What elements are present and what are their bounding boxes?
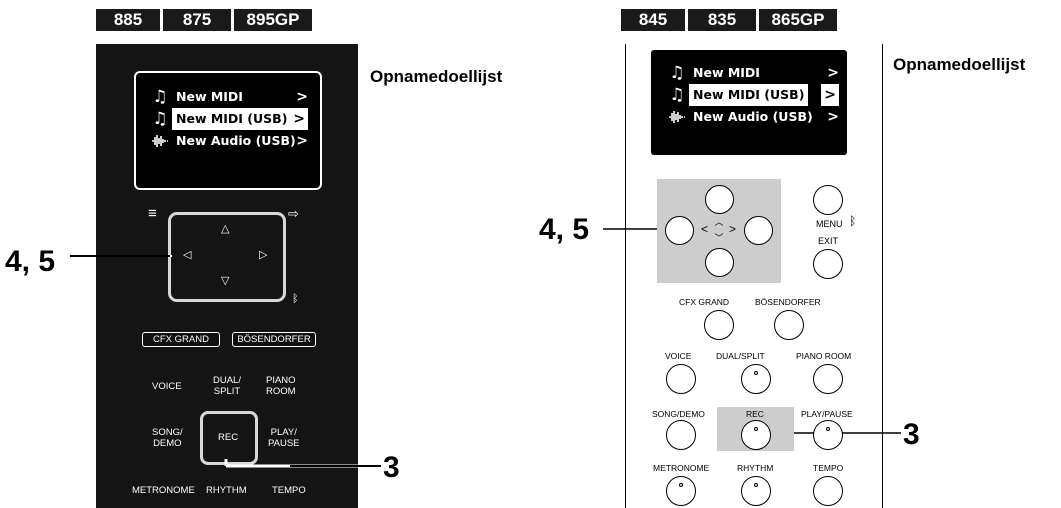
bluetooth-icon: ᛒ [849, 214, 857, 228]
exit-button[interactable] [813, 249, 843, 279]
tempo-button[interactable]: TEMPO [272, 485, 306, 496]
bluetooth-icon: ᛒ [292, 293, 299, 305]
play-pause-label: PLAY/PAUSE [801, 409, 853, 419]
nav-up-button[interactable] [705, 185, 734, 214]
piano-room-button[interactable] [813, 364, 843, 394]
menu-button[interactable] [813, 185, 843, 215]
song-demo-label: SONG/DEMO [652, 409, 705, 419]
cfx-grand-button[interactable] [704, 310, 734, 340]
lcd-display-right: ♫ New MIDI > ♫ New MIDI (USB) > New Audi… [651, 50, 847, 155]
tempo-button[interactable] [813, 476, 843, 506]
lcd-display-left: ♫ New MIDI > ♫ New MIDI (USB) > New Audi… [134, 71, 322, 190]
menu-label: MENU [816, 219, 843, 229]
bosendorfer-label: BÖSENDORFER [755, 297, 821, 307]
rec-button-highlight [200, 411, 258, 465]
recording-target-heading-right: Opnamedoellijst [893, 55, 1026, 74]
led-indicator [826, 427, 830, 431]
step-label-rec-left: 3 [383, 451, 400, 484]
music-note-icon: ♫ [669, 85, 685, 105]
waveform-icon [667, 106, 687, 131]
rhythm-button[interactable]: RHYTHM [206, 485, 247, 496]
led-indicator [754, 483, 758, 487]
bosendorfer-button[interactable]: BÖSENDORFER [232, 332, 316, 347]
cursor-up-button[interactable]: △ [221, 223, 230, 235]
voice-button[interactable] [666, 364, 696, 394]
nav-left-arrow-icon: < [701, 222, 709, 236]
play-pause-button[interactable]: PLAY/ PAUSE [268, 427, 300, 449]
rec-button[interactable] [741, 420, 771, 450]
panel-edge-right [882, 44, 883, 508]
lcd-row-new-midi[interactable]: ♫ New MIDI > [146, 86, 312, 108]
rec-button[interactable]: REC [218, 432, 239, 443]
music-note-icon: ♫ [152, 87, 168, 107]
chevron-right-icon: > [821, 84, 839, 106]
voice-button[interactable]: VOICE [152, 381, 182, 392]
model-badge-895gp: 895GP [234, 9, 312, 31]
rhythm-label: RHYTHM [737, 463, 774, 473]
led-indicator [679, 483, 683, 487]
dark-control-panel: ♫ New MIDI > ♫ New MIDI (USB) > New Audi… [96, 44, 358, 508]
chevron-right-icon: > [296, 133, 308, 149]
nav-right-button[interactable] [744, 216, 773, 245]
cursor-left-button[interactable]: ◁ [183, 249, 192, 261]
tempo-label: TEMPO [813, 463, 844, 473]
rhythm-button[interactable] [741, 476, 771, 506]
metronome-label: METRONOME [653, 463, 710, 473]
menu-icon[interactable]: ≡ [148, 205, 157, 222]
bosendorfer-button[interactable] [774, 310, 804, 340]
music-note-icon: ♫ [669, 63, 685, 83]
step-label-cursor-right: 4, 5 [539, 213, 590, 246]
metronome-button[interactable]: METRONOME [132, 485, 195, 496]
chevron-right-icon: > [827, 65, 839, 81]
cfx-grand-button[interactable]: CFX GRAND [142, 332, 220, 347]
chevron-right-icon: > [290, 108, 308, 130]
recording-target-heading-left: Opnamedoellijst [370, 67, 503, 86]
nav-down-button[interactable] [705, 248, 734, 277]
panel-edge-left [625, 44, 626, 508]
voice-label: VOICE [665, 351, 692, 361]
lcd-row-new-audio-usb[interactable]: New Audio (USB) > [663, 106, 843, 128]
exit-icon[interactable]: ⇨ [288, 206, 299, 221]
song-demo-button[interactable] [666, 420, 696, 450]
nav-left-button[interactable] [665, 216, 694, 245]
cfx-grand-label: CFX GRAND [679, 297, 730, 307]
cursor-right-button[interactable]: ▷ [259, 249, 268, 261]
nav-down-arrow-icon: ﹀ [714, 233, 724, 243]
nav-right-arrow-icon: > [729, 222, 737, 236]
model-badge-835: 835 [688, 9, 756, 31]
chevron-right-icon: > [296, 89, 308, 105]
step-label-rec-right: 3 [903, 418, 920, 451]
led-indicator [754, 427, 758, 431]
model-badge-865gp: 865GP [759, 9, 837, 31]
lcd-row-new-audio-usb[interactable]: New Audio (USB) > [146, 130, 312, 152]
nav-up-arrow-icon: ︿ [714, 217, 724, 227]
step-label-cursor-left: 4, 5 [5, 245, 56, 278]
cursor-down-button[interactable]: ▽ [221, 275, 230, 287]
piano-room-button[interactable]: PIANO ROOM [266, 375, 296, 397]
piano-room-label: PIANO ROOM [796, 351, 852, 361]
dual-split-button[interactable]: DUAL/ SPLIT [213, 375, 241, 397]
music-note-icon: ♫ [152, 109, 168, 129]
metronome-button[interactable] [666, 476, 696, 506]
dual-split-label: DUAL/SPLIT [716, 351, 765, 361]
rec-label: REC [746, 409, 764, 419]
play-pause-button[interactable] [813, 420, 843, 450]
led-indicator [754, 371, 758, 375]
lcd-row-new-midi-usb[interactable]: ♫ New MIDI (USB) > [663, 84, 843, 106]
lcd-row-new-midi-usb[interactable]: ♫ New MIDI (USB) > [146, 108, 312, 130]
model-badge-845: 845 [621, 9, 685, 31]
waveform-icon [150, 130, 170, 155]
model-badge-885: 885 [96, 9, 160, 31]
lcd-row-new-midi[interactable]: ♫ New MIDI > [663, 62, 843, 84]
dual-split-button[interactable] [741, 364, 771, 394]
model-badge-875: 875 [163, 9, 231, 31]
exit-label: EXIT [818, 236, 839, 246]
chevron-right-icon: > [827, 109, 839, 125]
song-demo-button[interactable]: SONG/ DEMO [152, 427, 183, 449]
cursor-pad-highlight [168, 212, 286, 302]
